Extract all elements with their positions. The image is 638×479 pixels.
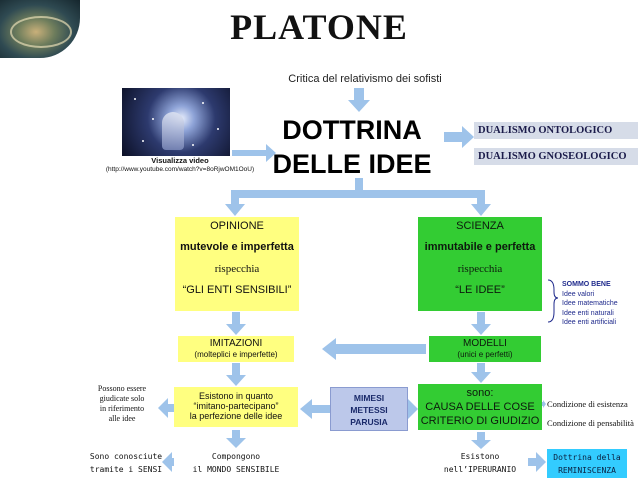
sono-line2: CAUSA DELLE COSE bbox=[425, 401, 535, 413]
idee-list-item: Idee valori bbox=[562, 290, 595, 298]
conosciute-sensi: Sono conosciute tramite i SENSI bbox=[86, 450, 166, 476]
opinione-quality: mutevole e imperfetta bbox=[180, 241, 294, 253]
esistono-line2: “imitano-partecipano” bbox=[193, 401, 279, 411]
opinione-object: “GLI ENTI SENSIBILI” bbox=[182, 284, 292, 296]
reminiscenza-line2: REMINISCENZA bbox=[558, 466, 616, 475]
arrow-down-modelli bbox=[471, 312, 491, 335]
arrow-left-possono bbox=[158, 398, 174, 418]
esistono-box: Esistono in quanto “imitano-partecipano”… bbox=[174, 387, 298, 427]
imitazioni-box: IMITAZIONI (molteplici e imperfette) bbox=[178, 336, 294, 362]
arrow-right-cond1 bbox=[541, 400, 546, 408]
possono-note: Possono essere giudicate solo in riferim… bbox=[88, 384, 156, 424]
video-thumbnail[interactable] bbox=[122, 88, 230, 156]
tree-bar bbox=[231, 190, 485, 198]
dottrina-line2: DELLE IDEE bbox=[272, 149, 432, 179]
scienza-box: SCIENZA immutabile e perfetta rispecchia… bbox=[418, 217, 542, 311]
scienza-quality: immutabile e perfetta bbox=[424, 241, 536, 253]
arrow-left-sensi bbox=[162, 452, 174, 472]
esistono-line3: la perfezione delle idee bbox=[189, 411, 283, 421]
arrow-right-video bbox=[232, 144, 276, 162]
brace-sommo bbox=[547, 279, 559, 323]
idee-list-item: Idee enti naturali bbox=[562, 309, 614, 317]
arrow-right-dualism bbox=[444, 126, 474, 148]
arrow-down-subtitle bbox=[348, 88, 370, 112]
iperuranio-line1: Esistono bbox=[460, 452, 500, 461]
modelli-detail: (unici e perfetti) bbox=[457, 350, 513, 359]
opinione-title: OPINIONE bbox=[210, 220, 264, 232]
dualismo-gnoseologico: DUALISMO GNOSEOLOGICO bbox=[474, 148, 638, 165]
conosciute-line1: Sono conosciute bbox=[89, 452, 163, 461]
tree-stem bbox=[355, 178, 363, 192]
video-caption[interactable]: Visualizza video (http://www.youtube.com… bbox=[90, 156, 270, 174]
arrow-mimesi-right bbox=[404, 399, 418, 419]
page-title: PLATONE bbox=[230, 7, 408, 47]
possono-line1: Possono essere bbox=[97, 384, 147, 393]
possono-line2: giudicate solo bbox=[99, 394, 145, 403]
reminiscenza-line1: Dottrina della bbox=[553, 453, 621, 462]
arrow-left-models bbox=[322, 338, 426, 360]
arrow-right-reminiscenza bbox=[528, 452, 546, 472]
arrow-down-sono bbox=[471, 363, 491, 383]
possono-line4: alle idee bbox=[108, 414, 136, 423]
idee-list-item: Idee matematiche bbox=[562, 300, 618, 307]
idee-list: SOMMO BENE Idee valori Idee matematiche … bbox=[562, 280, 638, 328]
condizione-pensabilita: Condizione di pensabilità bbox=[547, 418, 634, 428]
imitazioni-detail: (molteplici e imperfette) bbox=[194, 350, 278, 359]
sono-box: sono: CAUSA DELLE COSE CRITERIO DI GIUDI… bbox=[418, 384, 542, 430]
mondo-line1: Compongono bbox=[211, 452, 261, 461]
scienza-title: SCIENZA bbox=[456, 220, 504, 232]
arrow-down-opinione bbox=[225, 190, 245, 216]
sono-line1: sono: bbox=[466, 387, 494, 399]
dottrina-line1: DOTTRINA bbox=[282, 115, 422, 145]
esistono-line1: Esistono in quanto bbox=[198, 391, 274, 401]
conosciute-line2: tramite i SENSI bbox=[89, 465, 163, 474]
dottrina-delle-idee: DOTTRINA DELLE IDEE bbox=[262, 113, 442, 181]
mimesi-line1: MIMESI bbox=[353, 393, 385, 403]
mondo-sensibile: Compongono il MONDO SENSIBILE bbox=[180, 450, 292, 476]
mimesi-line3: PARUSIA bbox=[350, 417, 388, 427]
decorative-top-image bbox=[0, 0, 80, 58]
idee-list-item: Idee enti artificiali bbox=[562, 319, 617, 326]
scienza-verb: rispecchia bbox=[457, 263, 503, 275]
dualismo-ontologico: DUALISMO ONTOLOGICO bbox=[474, 122, 638, 139]
iperuranio: Esistono nell’IPERURANIO bbox=[430, 450, 530, 476]
arrow-down-esistono bbox=[226, 363, 246, 386]
modelli-title: MODELLI bbox=[463, 338, 507, 349]
arrow-down-mondo bbox=[226, 430, 246, 448]
arrow-down-scienza bbox=[471, 190, 491, 216]
modelli-box: MODELLI (unici e perfetti) bbox=[429, 336, 541, 362]
sono-line3: CRITERIO DI GIUDIZIO bbox=[420, 415, 540, 427]
scienza-object: “LE IDEE” bbox=[455, 284, 505, 296]
arrow-down-iperuranio bbox=[471, 432, 491, 449]
subtitle: Critica del relativismo dei sofisti bbox=[288, 73, 442, 85]
arrow-mimesi-left bbox=[300, 399, 330, 419]
mondo-line2: il MONDO SENSIBILE bbox=[192, 465, 280, 474]
idee-list-item: SOMMO BENE bbox=[562, 281, 611, 288]
possono-line3: in riferimento bbox=[99, 404, 145, 413]
opinione-box: OPINIONE mutevole e imperfetta rispecchi… bbox=[175, 217, 299, 311]
video-url[interactable]: (http://www.youtube.com/watch?v=8oRjwOM1… bbox=[105, 166, 255, 173]
iperuranio-line2: nell’IPERURANIO bbox=[443, 465, 517, 474]
video-caption-label[interactable]: Visualizza video bbox=[151, 156, 209, 165]
mimesi-box: MIMESI METESSI PARUSIA bbox=[330, 387, 408, 431]
imitazioni-title: IMITAZIONI bbox=[209, 338, 263, 349]
reminiscenza-box: Dottrina della REMINISCENZA bbox=[547, 449, 627, 478]
mimesi-line2: METESSI bbox=[350, 405, 388, 415]
condizione-esistenza: Condizione di esistenza bbox=[547, 399, 628, 409]
opinione-verb: rispecchia bbox=[214, 263, 260, 275]
arrow-down-imitazioni bbox=[226, 312, 246, 335]
